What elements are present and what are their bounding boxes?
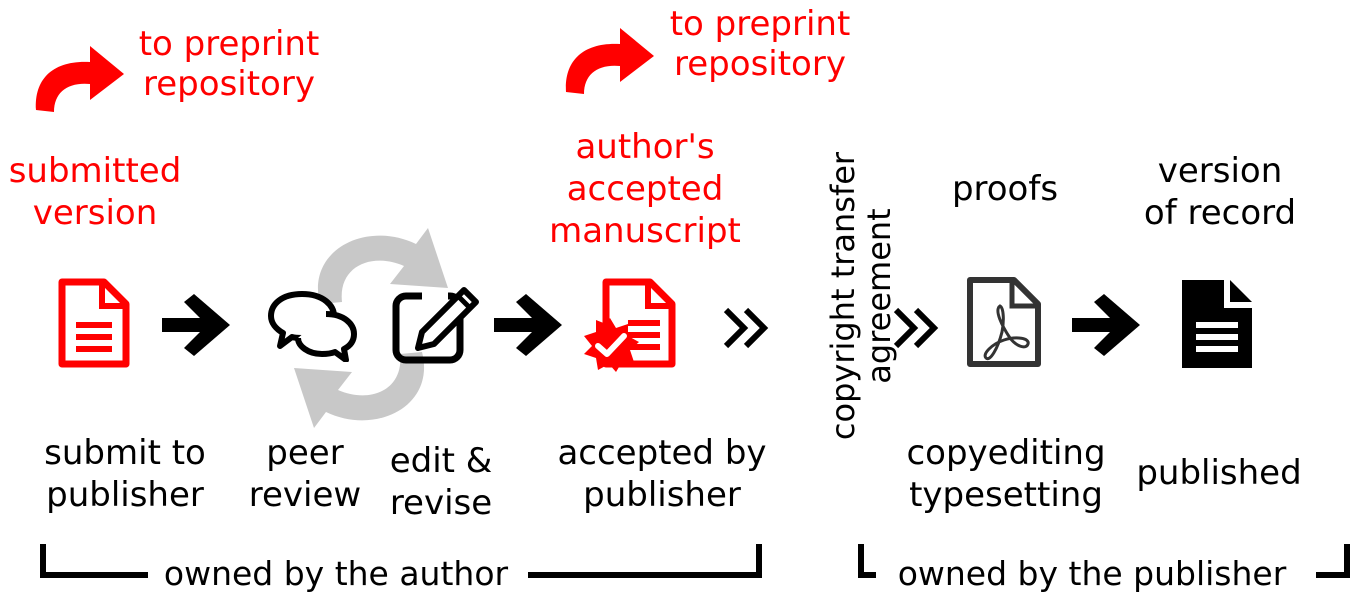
proofs-label: proofs [951,169,1059,209]
pdf-document-icon [964,276,1044,368]
repository-label-1: to preprint repository [124,24,334,104]
peer-review-label: peer review [240,432,370,516]
accepted-by-publisher-label: accepted by publisher [548,432,776,516]
submitted-version-line2: version [32,193,158,233]
arrow-right-icon [490,294,564,356]
repository-label-2-line1: to preprint [669,4,851,44]
accepted-line2: publisher [583,475,741,515]
version-of-record-label: version of record [1120,150,1320,234]
accepted-manuscript-line1: author's [575,127,715,167]
copyediting-typesetting-label: copyediting typesetting [896,432,1116,516]
cycle-arrows-icon [280,206,462,450]
accepted-document-badge-icon [576,274,688,386]
submit-line2: publisher [46,475,204,515]
copyright-transfer-line2: agreement [860,208,898,384]
author-bracket-right [756,544,762,578]
double-chevron-icon [722,306,774,350]
document-icon [56,278,132,368]
repository-label-1-line1: to preprint [138,24,320,64]
version-of-record-line2: of record [1143,193,1297,233]
accepted-manuscript-label: author's accepted manuscript [540,126,750,252]
double-chevron-icon [892,306,944,350]
accepted-manuscript-line2: accepted [566,169,724,209]
peer-review-line2: review [248,475,362,515]
filled-document-icon [1178,278,1256,370]
edit-line2: revise [389,483,493,523]
peer-review-line1: peer [266,433,344,473]
publisher-bracket-left [858,544,864,578]
version-of-record-line1: version [1157,151,1283,191]
submit-to-publisher-label: submit to publisher [30,432,220,516]
edit-revise-label: edit & revise [376,440,506,524]
published-label: published [1136,453,1302,493]
copyright-transfer-line1: copyright transfer [824,151,862,441]
repository-label-2-line2: repository [674,44,846,84]
repository-label-1-line2: repository [143,64,315,104]
copyediting-line1: copyediting [906,433,1106,473]
arrow-right-icon [158,294,232,356]
curved-arrow-icon [558,20,658,100]
submitted-version-line1: submitted [8,151,182,191]
curved-arrow-icon [28,38,128,118]
accepted-line1: accepted by [557,433,767,473]
owned-by-author-label: owned by the author [163,554,509,593]
arrow-right-icon [1068,294,1142,356]
copyright-transfer-label: copyright transfer agreement [824,146,898,446]
publisher-bracket-right [1344,544,1350,578]
submitted-version-label: submitted version [0,150,190,234]
submit-line1: submit to [44,433,206,473]
publisher-bracket-line-right [1316,572,1350,578]
edit-pencil-icon [392,282,480,366]
author-bracket-line-left [40,572,148,578]
publisher-bracket-line-left [858,572,876,578]
repository-label-2: to preprint repository [655,4,865,84]
copyediting-line2: typesetting [909,475,1103,515]
author-bracket-line-right [528,572,762,578]
edit-line1: edit & [389,441,493,481]
accepted-manuscript-line3: manuscript [549,211,741,251]
owned-by-publisher-label: owned by the publisher [897,554,1287,593]
author-bracket-left [40,544,46,578]
chat-bubbles-icon [268,288,358,362]
